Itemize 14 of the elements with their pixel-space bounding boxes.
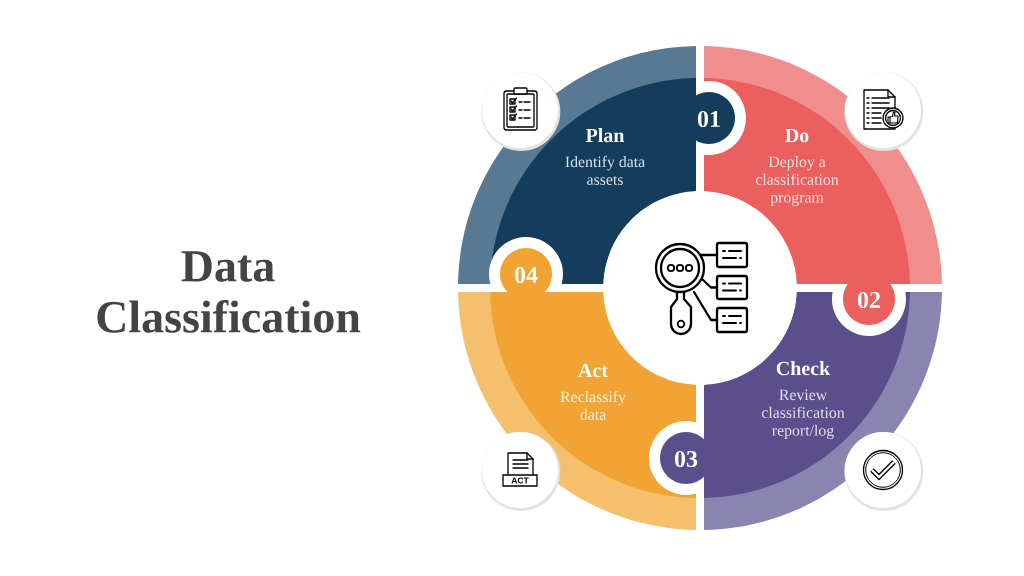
number-badge: 02 [832, 273, 906, 336]
number-badge: 03 [649, 421, 712, 495]
step-description: Reclassify data [560, 390, 626, 420]
title: Data Classification [97, 251, 361, 333]
step-title: Act [578, 363, 608, 378]
number-badge: 04 [489, 237, 563, 300]
step-description: Identify data assets [565, 155, 645, 185]
step-title: Check [776, 361, 831, 376]
step-description: Deploy a classification program [755, 156, 839, 206]
step-title: Plan [585, 128, 625, 143]
step-title: Do [785, 128, 809, 143]
stamp-label: ACT [502, 474, 538, 487]
number-badge: 01 [683, 81, 746, 155]
step-description: Review classification report/log [761, 389, 845, 439]
